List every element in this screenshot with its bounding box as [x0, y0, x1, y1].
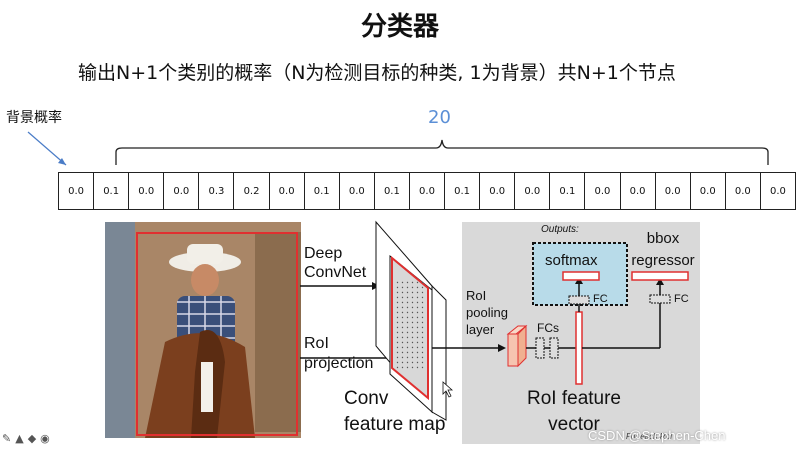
fc-bbox-arrowhead [656, 278, 664, 285]
roi-feature-vector [575, 311, 583, 385]
probability-cell: 0.0 [479, 172, 515, 210]
highlighter-icon[interactable]: ▲ [15, 432, 28, 445]
deep-convnet-label: Deep ConvNet [304, 245, 367, 281]
feature-map-back [431, 284, 447, 421]
eraser-icon[interactable]: ◆ [27, 432, 41, 445]
slide-controls: ✎▲◆◉ [2, 432, 54, 445]
probability-cell: 0.0 [58, 172, 94, 210]
for-each-roi-label: For each RoI [626, 432, 673, 441]
input-image [105, 222, 301, 438]
probability-cell: 0.0 [514, 172, 550, 210]
probability-cell: 0.0 [584, 172, 620, 210]
probability-cell: 0.0 [724, 172, 760, 210]
probability-cell: 0.0 [268, 172, 304, 210]
probability-cell: 0.1 [303, 172, 339, 210]
roi-feature-vector-label: RoI feature vector [527, 388, 621, 435]
fc-bbox-block [649, 294, 671, 304]
softmax-output [562, 271, 600, 281]
softmax-label: softmax [545, 252, 598, 269]
probability-cell: 0.0 [128, 172, 164, 210]
probability-cell: 0.1 [549, 172, 585, 210]
feature-map-roi-dots [396, 280, 424, 370]
roi-projection-label: RoI projection [304, 335, 374, 372]
target-icon[interactable]: ◉ [40, 432, 54, 445]
background-arrow [27, 131, 67, 166]
page-title: 分类器 [360, 12, 439, 42]
bbox-regressor-label: bbox regressor [631, 230, 695, 269]
fc-softmax-block [568, 295, 590, 305]
pooling-block [507, 333, 519, 367]
class-count-label: 20 [428, 107, 451, 128]
probability-cell: 0.1 [93, 172, 129, 210]
roi-box [136, 232, 298, 436]
background-probability-label: 背景概率 [6, 110, 62, 126]
fc-block-2 [549, 337, 559, 359]
to-pooling-arrowhead [498, 344, 506, 352]
probability-cell: 0.0 [338, 172, 374, 210]
conv-feature-map-label: Conv feature map [344, 388, 446, 435]
outputs-label: Outputs: [541, 224, 579, 235]
bbox-output [631, 271, 689, 281]
pooling-block-side [517, 324, 527, 368]
probability-cell: 0.0 [619, 172, 655, 210]
probability-cell: 0.0 [408, 172, 445, 210]
probability-cell: 0.2 [233, 172, 269, 210]
class-brace [115, 139, 769, 165]
subtitle: 输出N+1个类别的概率（N为检测目标的种类, 1为背景）共N+1个节点 [78, 62, 676, 84]
probability-cell: 0.1 [373, 172, 409, 210]
probability-cell: 0.0 [759, 172, 796, 210]
probability-cell: 0.3 [198, 172, 234, 210]
watermark: CSDN @Stephen-Chen [588, 428, 726, 443]
fc-bbox-label: FC [674, 293, 689, 305]
probability-cell: 0.0 [654, 172, 690, 210]
roi-pooling-layer-label: RoI pooling layer [466, 288, 508, 337]
probability-cell: 0.0 [689, 172, 725, 210]
mouse-cursor-icon [442, 381, 454, 398]
probability-cell: 0.0 [163, 172, 199, 210]
probability-cell: 0.1 [444, 172, 480, 210]
fc-softmax-label: FC [593, 293, 608, 305]
pen-icon[interactable]: ✎ [2, 432, 16, 445]
fcs-label: FCs [537, 321, 559, 335]
background-arrowhead [58, 158, 66, 165]
fc-block-1 [535, 337, 545, 359]
